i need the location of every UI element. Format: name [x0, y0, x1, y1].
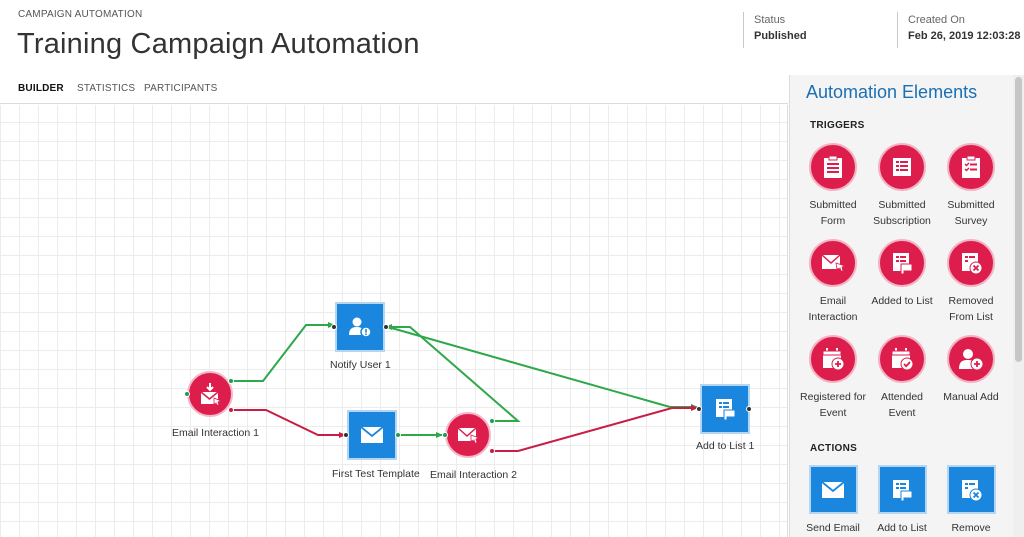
link-email2-to-notify[interactable] [385, 324, 521, 422]
element-remove[interactable]: Remove [938, 465, 1004, 536]
created-on-label: Created On [908, 14, 965, 26]
calendar-check-icon [878, 335, 926, 383]
port-in[interactable] [442, 432, 448, 438]
panel-title: Automation Elements [806, 82, 978, 102]
status-value: Published [754, 30, 807, 42]
port-out-yes[interactable] [489, 418, 495, 424]
status-label: Status [754, 14, 786, 26]
form-clipboard-icon [809, 143, 857, 191]
triggers-section-title: TRIGGERS [810, 120, 865, 131]
element-label: Add to List [877, 522, 927, 534]
port-out[interactable] [746, 406, 752, 412]
port-in[interactable] [343, 432, 349, 438]
add-to-list-icon [878, 239, 926, 287]
port-out-yes[interactable] [228, 378, 234, 384]
element-removed-from-list[interactable]: Removed From List [938, 239, 1004, 325]
survey-clipboard-icon [947, 143, 995, 191]
element-submitted-survey[interactable]: Submitted Survey [938, 143, 1004, 229]
node-label: First Test Template [332, 468, 420, 480]
port-in[interactable] [184, 391, 190, 397]
email-interaction-icon [200, 383, 223, 406]
remove-from-list-icon [947, 239, 995, 287]
element-label: Email Interaction [808, 295, 858, 323]
link-email1-to-template[interactable] [232, 409, 346, 438]
node-notify-user-1[interactable] [335, 302, 385, 352]
link-email1-to-notify[interactable] [232, 322, 335, 382]
element-label: Added to List [871, 295, 933, 307]
actions-section-title: ACTIONS [810, 443, 858, 454]
breadcrumb[interactable]: CAMPAIGN AUTOMATION [18, 9, 143, 20]
tab-bar: BUILDER STATISTICS PARTICIPANTS [0, 76, 788, 104]
port-out[interactable] [383, 324, 389, 330]
email-interaction-icon [809, 239, 857, 287]
node-add-to-list-1[interactable] [700, 384, 750, 434]
element-send-email[interactable]: Send Email [800, 465, 866, 536]
element-label: Manual Add [943, 391, 999, 403]
node-label: Email Interaction 2 [430, 469, 517, 481]
notify-user-icon [349, 317, 372, 338]
created-on-block: Created On Feb 26, 2019 12:03:28 [897, 12, 1021, 48]
email-interaction-icon [457, 427, 480, 444]
element-label: Registered for Event [800, 391, 866, 419]
subscription-list-icon [878, 143, 926, 191]
element-label: Send Email [806, 522, 860, 534]
port-out-no[interactable] [228, 407, 234, 413]
element-email-interaction[interactable]: Email Interaction [800, 239, 866, 325]
port-in[interactable] [331, 324, 337, 330]
element-label: Remove [951, 522, 991, 534]
link-notify-to-addlist[interactable] [387, 326, 671, 408]
element-attended-event[interactable]: Attended Event [869, 335, 935, 421]
page-header: CAMPAIGN AUTOMATION Training Campaign Au… [0, 0, 1024, 75]
element-label: Submitted Survey [947, 199, 995, 227]
builder-canvas[interactable]: Email Interaction 1 Notify User 1 First … [0, 105, 788, 537]
connection-links [232, 322, 698, 452]
element-registered-for-event[interactable]: Registered for Event [800, 335, 866, 421]
element-submitted-form[interactable]: Submitted Form [800, 143, 866, 229]
node-label: Notify User 1 [330, 359, 391, 371]
envelope-icon [808, 465, 858, 514]
page-title: Training Campaign Automation [17, 28, 420, 60]
remove-from-list-icon [946, 465, 996, 514]
port-out[interactable] [395, 432, 401, 438]
element-manual-add[interactable]: Manual Add [938, 335, 1004, 405]
panel-scrollbar[interactable] [1013, 75, 1024, 537]
element-added-to-list[interactable]: Added to List [869, 239, 935, 309]
calendar-plus-icon [809, 335, 857, 383]
created-on-value: Feb 26, 2019 12:03:28 [908, 30, 1021, 42]
tab-participants[interactable]: PARTICIPANTS [144, 83, 218, 94]
tab-statistics[interactable]: STATISTICS [77, 83, 136, 94]
node-email-interaction-2[interactable] [445, 412, 491, 458]
port-in[interactable] [696, 406, 702, 412]
element-label: Submitted Form [809, 199, 857, 227]
envelope-icon [360, 426, 384, 443]
node-first-test-template[interactable] [347, 410, 397, 460]
node-email-interaction-1[interactable] [187, 371, 233, 417]
add-to-list-icon [877, 465, 927, 514]
element-submitted-subscription[interactable]: Submitted Subscription [869, 143, 935, 229]
add-to-list-icon [716, 399, 736, 421]
node-label: Email Interaction 1 [172, 427, 259, 439]
element-add-to-list[interactable]: Add to List [869, 465, 935, 536]
automation-elements-panel: Automation Elements TRIGGERS Submitted F… [789, 75, 1013, 537]
scrollbar-thumb[interactable] [1015, 77, 1022, 362]
link-email2-to-addlist[interactable] [493, 405, 698, 452]
status-block: Status Published [743, 12, 807, 48]
node-label: Add to List 1 [696, 440, 755, 452]
port-out-no[interactable] [489, 448, 495, 454]
user-add-icon [947, 335, 995, 383]
element-label: Removed From List [948, 295, 994, 323]
element-label: Attended Event [880, 391, 924, 419]
element-label: Submitted Subscription [873, 199, 931, 227]
tab-builder[interactable]: BUILDER [18, 83, 64, 94]
